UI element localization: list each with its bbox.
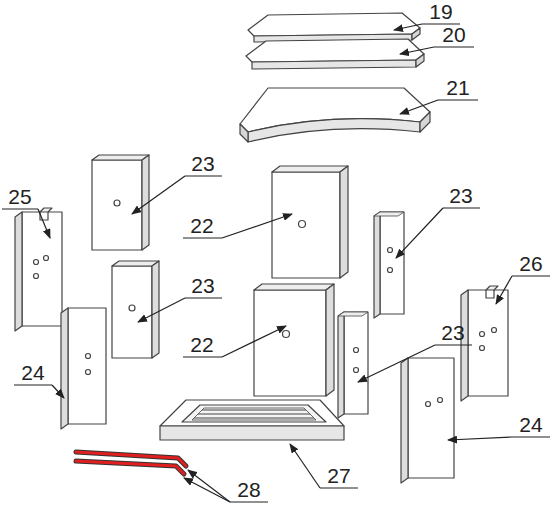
callout-number: 23 [191, 275, 214, 297]
callout-number: 23 [191, 153, 214, 175]
callout-number: 23 [449, 185, 472, 207]
callout-number: 19 [429, 1, 452, 23]
brick-parts [15, 13, 508, 483]
callout-number: 28 [237, 479, 260, 501]
callout-number: 24 [519, 414, 542, 436]
callout-number: 21 [446, 77, 469, 99]
callout-number: 27 [327, 465, 350, 487]
callout-number: 24 [21, 362, 44, 384]
leader-lines [2, 24, 550, 502]
callout-number: 25 [8, 186, 31, 208]
callout-number: 22 [190, 215, 213, 237]
grate-rods [76, 452, 186, 474]
callout-number: 26 [519, 253, 542, 275]
callout-number: 20 [442, 24, 465, 46]
callout-number: 23 [441, 322, 464, 344]
callout-number: 22 [190, 334, 213, 356]
